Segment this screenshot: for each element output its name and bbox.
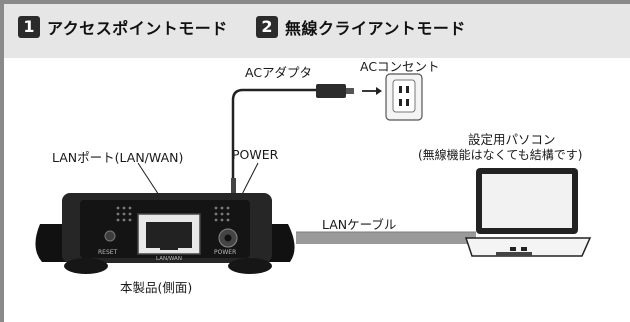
ac-adapter-cable (231, 88, 318, 184)
power-plug (231, 178, 236, 196)
header-band (4, 4, 630, 58)
device-power-label: POWER (214, 249, 237, 256)
frame-top-border (0, 0, 630, 4)
lan-cable-label: LANケーブル (322, 217, 397, 232)
mode-header-access-point: 1 アクセスポイントモード (18, 15, 228, 39)
mode-label: 無線クライアントモード (285, 19, 466, 38)
device-reset-label: RESET (98, 249, 118, 256)
lan-cable (296, 232, 476, 244)
ac-adapter-prong (346, 88, 354, 94)
pc-note-label: (無線機能はなくても結構です) (418, 148, 583, 162)
mode-label: アクセスポイントモード (47, 19, 228, 38)
ac-outlet-label: ACコンセント (360, 59, 440, 74)
reset-button-icon (104, 230, 116, 242)
ac-adapter-label: ACアダプタ (245, 65, 313, 80)
mode-header-wireless-client: 2 無線クライアントモード (256, 15, 466, 39)
laptop-icon (464, 168, 592, 257)
mode-number-badge: 1 (18, 16, 40, 38)
power-label: POWER (232, 147, 279, 162)
product-label: 本製品(側面) (120, 280, 193, 295)
mode-number-badge: 2 (256, 16, 278, 38)
lan-port-label: LANポート(LAN/WAN) (52, 150, 184, 165)
pc-title-label: 設定用パソコン (468, 132, 556, 147)
arrow-right-head (376, 87, 382, 95)
ac-adapter-icon (316, 84, 346, 98)
router-device (35, 193, 295, 274)
frame-left-border (0, 4, 4, 322)
device-lanwan-label: LAN/WAN (156, 256, 182, 262)
